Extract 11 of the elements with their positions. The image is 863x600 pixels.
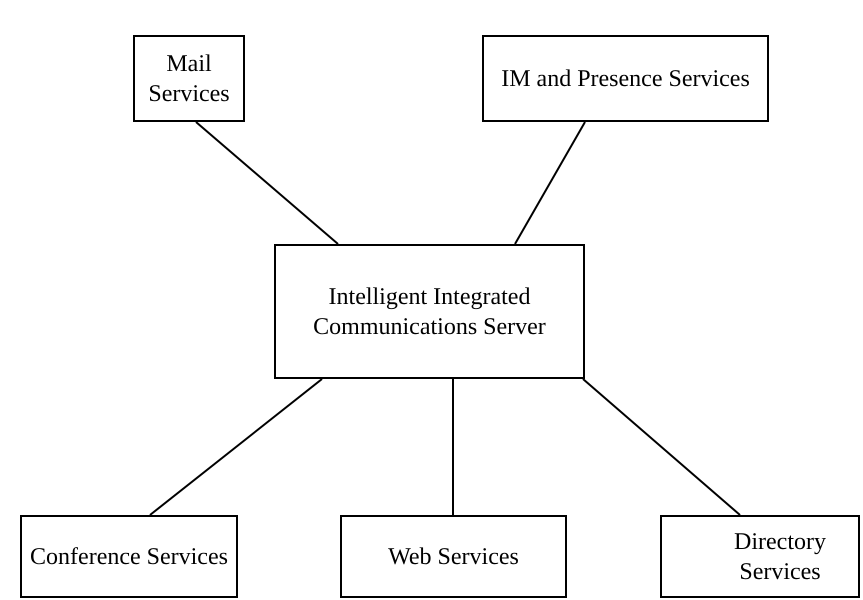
connector-line <box>514 122 586 244</box>
connector-line <box>195 121 339 245</box>
service-box: Intelligent Integrated Communications Server <box>274 244 585 379</box>
service-box: Web Services <box>340 515 567 598</box>
connector-line <box>452 379 454 515</box>
connector-line <box>149 378 323 516</box>
service-box: IM and Presence Services <box>482 35 769 122</box>
connector-line <box>582 378 741 516</box>
service-box: Conference Services <box>20 515 238 598</box>
service-box: Directory Services <box>660 515 860 598</box>
service-box: Mail Services <box>133 35 245 122</box>
